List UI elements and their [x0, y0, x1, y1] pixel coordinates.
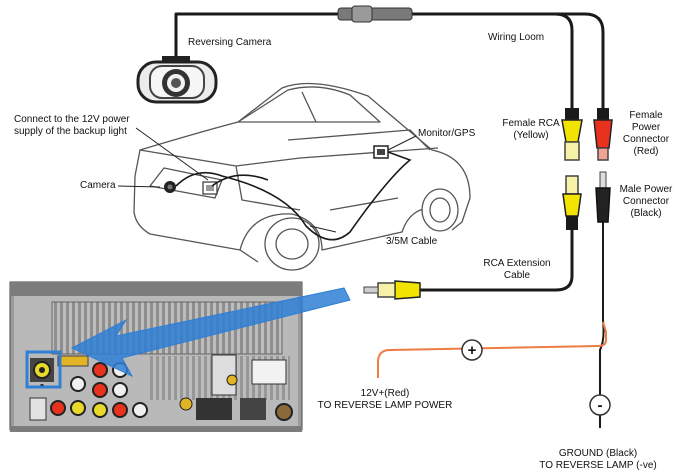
label-female-power-line1: Female: [629, 110, 663, 121]
label-cable-3-5m: 3/5M Cable: [386, 236, 438, 247]
connector-block: [179, 354, 293, 421]
label-camera: Camera: [80, 180, 116, 191]
minus-symbol: -: [598, 397, 603, 414]
label-wiring-loom: Wiring Loom: [488, 32, 545, 43]
label-connect-12v-line1: Connect to the 12V power: [14, 114, 130, 125]
monitor-icon: [373, 145, 389, 159]
head-unit-rear: [9, 281, 303, 432]
plus-symbol: +: [468, 342, 477, 359]
car-wiring: [175, 151, 412, 241]
rca-extension-cable: [420, 230, 574, 292]
label-male-power-line3: (Black): [630, 208, 662, 219]
label-connect-12v: Connect to the 12V power supply of the b…: [14, 114, 130, 138]
label-ground: GROUND (Black) TO REVERSE LAMP (-ve): [515, 448, 681, 472]
reversing-camera-icon: [136, 56, 218, 104]
label-female-power-line3: Connector: [622, 134, 670, 145]
label-monitor-gps: Monitor/GPS: [418, 128, 476, 139]
car-illustration: [133, 82, 471, 271]
loom-junction: [337, 5, 413, 23]
ground-wire: [599, 222, 605, 428]
label-power-12v-line2: TO REVERSE LAMP POWER: [317, 400, 453, 411]
label-female-rca-line1: Female RCA: [502, 118, 560, 129]
male-rca-connector: [562, 175, 582, 230]
label-ground-line1: GROUND (Black): [558, 448, 638, 459]
label-male-power-line2: Connector: [622, 196, 670, 207]
label-reversing-camera: Reversing Camera: [188, 37, 272, 48]
label-male-power-line1: Male Power: [619, 184, 673, 195]
label-female-power: Female Power Connector (Red): [614, 110, 678, 158]
male-power-connector: [595, 171, 611, 223]
female-rca-connector: [561, 108, 583, 161]
wiring-loom: [174, 12, 605, 110]
female-power-connector: [593, 108, 613, 161]
blue-arrow-icon: [70, 287, 351, 378]
label-connect-12v-line2: supply of the backup light: [14, 126, 127, 137]
label-female-power-line2: Power: [631, 122, 661, 133]
leader-lines: [117, 127, 417, 233]
rca-jack-array: [29, 358, 148, 421]
video-input-highlight: [25, 350, 62, 389]
label-rca-extension-line2: Cable: [503, 270, 531, 281]
label-ground-line2: TO REVERSE LAMP (-ve): [539, 460, 657, 471]
car-camera-icon: [164, 181, 176, 193]
rca-extension-plug: [363, 280, 421, 300]
label-female-rca: Female RCA (Yellow): [500, 118, 562, 142]
plus-badge: +: [461, 339, 483, 361]
label-power-12v: 12V+(Red) TO REVERSE LAMP POWER: [300, 388, 470, 412]
label-male-power: Male Power Connector (Black): [612, 184, 680, 220]
label-female-power-line4: (Red): [633, 146, 659, 157]
label-rca-extension: RCA Extension Cable: [472, 258, 562, 282]
power-12v-wire: [377, 321, 607, 378]
label-female-rca-line2: (Yellow): [513, 130, 549, 141]
label-power-12v-line1: 12V+(Red): [360, 388, 410, 399]
minus-badge: -: [589, 394, 611, 416]
label-rca-extension-line1: RCA Extension: [483, 258, 551, 269]
